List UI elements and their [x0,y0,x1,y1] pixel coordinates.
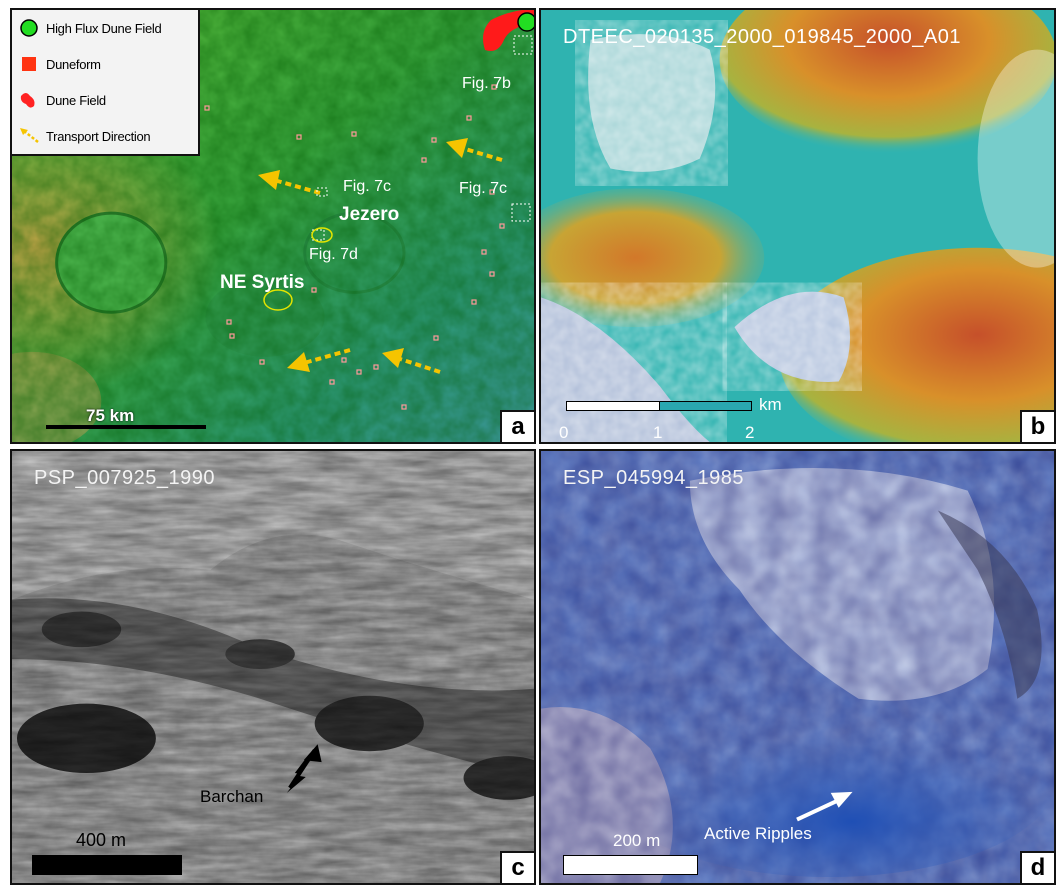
scale-label: 200 m [613,831,661,850]
legend-item-high-flux: High Flux Dune Field [18,16,162,40]
legend-label: Transport Direction [46,128,151,144]
scale-label: 400 m [76,830,127,850]
panel-letter: a [500,410,534,442]
annotation-barchan: Barchan [200,787,264,806]
scale-bar-second-half [659,401,752,411]
scale-label: 75 km [86,406,135,425]
scale-bar [46,425,206,429]
legend-label: Dune Field [46,92,106,108]
label-fig7c-left: Fig. 7c [343,178,392,195]
legend-item-transport: Transport Direction [18,124,151,148]
red-blob-icon [18,90,40,110]
image-id: DTEEC_020135_2000_019845_2000_A01 [563,26,961,48]
fig7c-right-box [511,203,531,222]
legend-label: High Flux Dune Field [46,20,162,36]
active-ripples-image [541,451,1054,883]
legend-item-dune-field: Dune Field [18,88,106,112]
dune-field-red-blob [483,10,534,55]
scale-tick-2: 2 [745,423,755,442]
panel-c-grayscale-image: PSP_007925_1990 Barchan 400 m c [10,449,536,885]
image-id: ESP_045994_1985 [563,467,744,489]
scale-bar [563,855,698,875]
transport-arrows-layer [204,84,505,410]
panel-letter: b [1020,410,1054,442]
label-fig7d: Fig. 7d [309,246,358,263]
green-circle-icon [18,18,40,38]
annotation-active-ripples: Active Ripples [704,824,812,843]
scale-tick-1: 1 [653,423,663,442]
scale-bar [32,855,182,875]
panel-letter: d [1020,851,1054,883]
high-flux-marker [517,12,534,32]
legend-label: Duneform [46,56,101,72]
label-fig7b: Fig. 7b [462,75,511,92]
panel-letter: c [500,851,534,883]
yellow-dashed-arrow-icon [18,126,40,146]
map-legend: High Flux Dune Field Duneform Dune Field… [12,10,200,156]
panel-d-color-image: ESP_045994_1985 Active Ripples 200 m d [539,449,1056,885]
label-ne-syrtis: NE Syrtis [220,272,305,293]
legend-item-duneform: Duneform [18,52,101,76]
dune-elevation-image [541,10,1054,442]
panel-b-elevation-image: DTEEC_020135_2000_019845_2000_A01 km 0 1… [539,8,1056,444]
scale-unit: km [759,395,782,414]
label-fig7c-right: Fig. 7c [459,180,508,197]
scale-tick-0: 0 [559,423,569,442]
barchan-grayscale-image [12,451,534,883]
image-id: PSP_007925_1990 [34,467,215,489]
label-jezero: Jezero [339,204,400,225]
red-square-icon [18,54,40,74]
panel-a-regional-map: High Flux Dune Field Duneform Dune Field… [10,8,536,444]
